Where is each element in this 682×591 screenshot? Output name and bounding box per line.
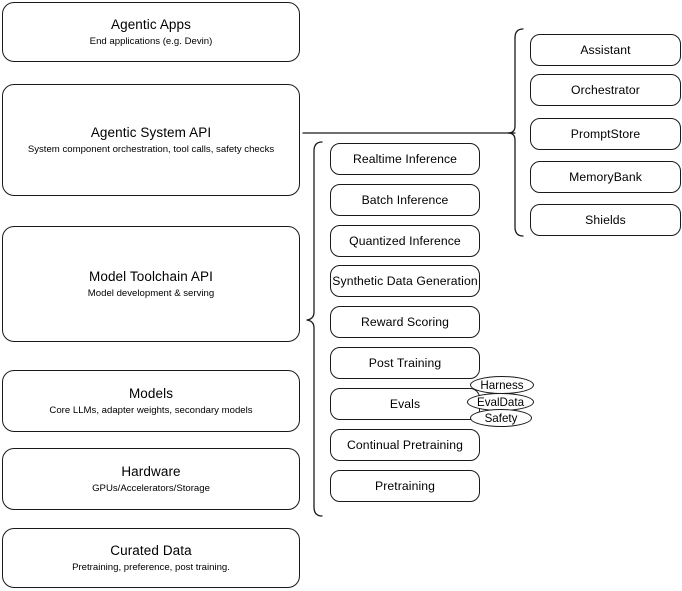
capability-label: Post Training [368,355,442,370]
capability-box-reward-scoring[interactable]: Reward Scoring [330,306,480,338]
component-label: PromptStore [570,126,641,141]
layer-subtitle: GPUs/Accelerators/Storage [92,483,210,494]
capability-box-pretraining[interactable]: Pretraining [330,470,480,502]
component-label: Orchestrator [571,82,640,97]
capability-box-realtime-inference[interactable]: Realtime Inference [330,143,480,175]
layer-subtitle: Core LLMs, adapter weights, secondary mo… [49,405,253,416]
layer-box-hardware[interactable]: Hardware GPUs/Accelerators/Storage [2,448,300,510]
brace-system-components [507,28,524,237]
capability-label: Synthetic Data Generation [332,273,478,288]
component-box-orchestrator[interactable]: Orchestrator [530,74,681,106]
layer-title: Hardware [121,464,181,479]
layer-subtitle: End applications (e.g. Devin) [89,36,213,47]
capability-label: Pretraining [374,478,436,493]
layer-box-model-toolchain-api[interactable]: Model Toolchain API Model development & … [2,226,300,342]
layer-subtitle: Pretraining, preference, post training. [72,562,230,573]
layer-title: Models [128,386,174,401]
capability-box-synthetic-data-generation[interactable]: Synthetic Data Generation [330,265,480,297]
capability-label: Quantized Inference [349,233,461,248]
layer-title: Curated Data [110,543,192,558]
component-label: MemoryBank [569,169,642,184]
layer-box-agentic-system-api[interactable]: Agentic System API System component orch… [2,84,300,196]
capability-box-evals[interactable]: Evals [330,388,480,420]
layer-title: Agentic Apps [110,17,191,32]
layer-box-models[interactable]: Models Core LLMs, adapter weights, secon… [2,370,300,432]
component-box-assistant[interactable]: Assistant [530,34,681,66]
layer-box-agentic-apps[interactable]: Agentic Apps End applications (e.g. Devi… [2,2,300,62]
layer-subtitle: Model development & serving [87,288,215,299]
component-box-memorybank[interactable]: MemoryBank [530,161,681,193]
capability-box-quantized-inference[interactable]: Quantized Inference [330,225,480,257]
capability-box-batch-inference[interactable]: Batch Inference [330,184,480,216]
brace-toolchain-capabilities [306,141,323,517]
layer-subtitle: System component orchestration, tool cal… [27,144,275,155]
capability-label: Batch Inference [361,192,449,207]
layer-title: Agentic System API [90,125,212,140]
component-box-shields[interactable]: Shields [530,204,681,236]
component-label: Assistant [580,42,631,57]
evals-badge-safety[interactable]: Safety [470,409,532,427]
layer-title: Model Toolchain API [89,269,213,284]
capability-label: Continual Pretraining [347,437,463,452]
component-box-promptstore[interactable]: PromptStore [530,118,681,150]
capability-label: Reward Scoring [360,314,450,329]
capability-box-post-training[interactable]: Post Training [330,347,480,379]
capability-label: Evals [389,396,421,411]
component-label: Shields [585,212,626,227]
capability-box-continual-pretraining[interactable]: Continual Pretraining [330,429,480,461]
evals-badge-harness[interactable]: Harness [470,376,534,394]
capability-label: Realtime Inference [352,151,458,166]
layer-box-curated-data[interactable]: Curated Data Pretraining, preference, po… [2,528,300,588]
